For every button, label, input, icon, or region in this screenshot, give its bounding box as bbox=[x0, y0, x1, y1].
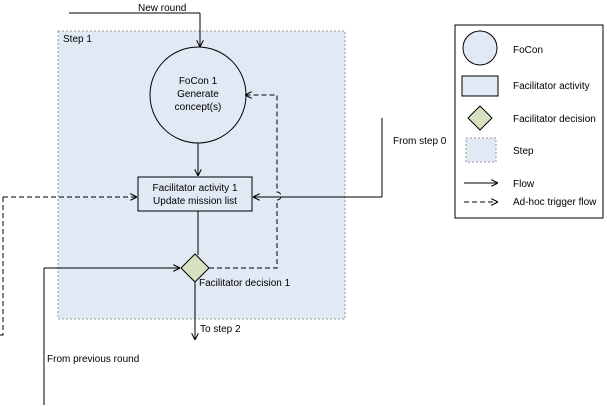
from-step0-label: From step 0 bbox=[393, 136, 447, 147]
legend-step-icon bbox=[465, 137, 497, 163]
new-round-label: New round bbox=[138, 3, 186, 14]
legend-decision-icon bbox=[467, 105, 493, 131]
activity-line2: Update mission list bbox=[153, 196, 237, 207]
legend: FoCon Facilitator activity Facilitator d… bbox=[454, 24, 604, 219]
legend-activity-label: Facilitator activity bbox=[513, 81, 590, 92]
legend-step-label: Step bbox=[513, 146, 534, 157]
step-title: Step 1 bbox=[63, 34, 92, 45]
decision-adhoc-loop bbox=[209, 95, 282, 269]
activity-line1: Facilitator activity 1 bbox=[152, 183, 237, 194]
legend-decision-label: Facilitator decision bbox=[513, 114, 596, 125]
to-step2-label: To step 2 bbox=[200, 324, 241, 335]
focon-line2: Generate bbox=[177, 89, 219, 100]
activity-node bbox=[137, 176, 253, 212]
legend-flow-label: Flow bbox=[513, 179, 535, 190]
legend-focon-icon bbox=[462, 30, 498, 66]
legend-activity-icon bbox=[461, 75, 499, 97]
decision-label: Facilitator decision 1 bbox=[199, 278, 291, 289]
from-prev-round-label: From previous round bbox=[47, 354, 139, 365]
focon-line1: FoCon 1 bbox=[179, 76, 218, 87]
legend-adhoc-label: Ad-hoc trigger flow bbox=[513, 197, 597, 208]
left-adhoc-flow bbox=[0, 197, 4, 336]
legend-focon-label: FoCon bbox=[513, 45, 543, 56]
focon-line3: concept(s) bbox=[175, 102, 222, 113]
